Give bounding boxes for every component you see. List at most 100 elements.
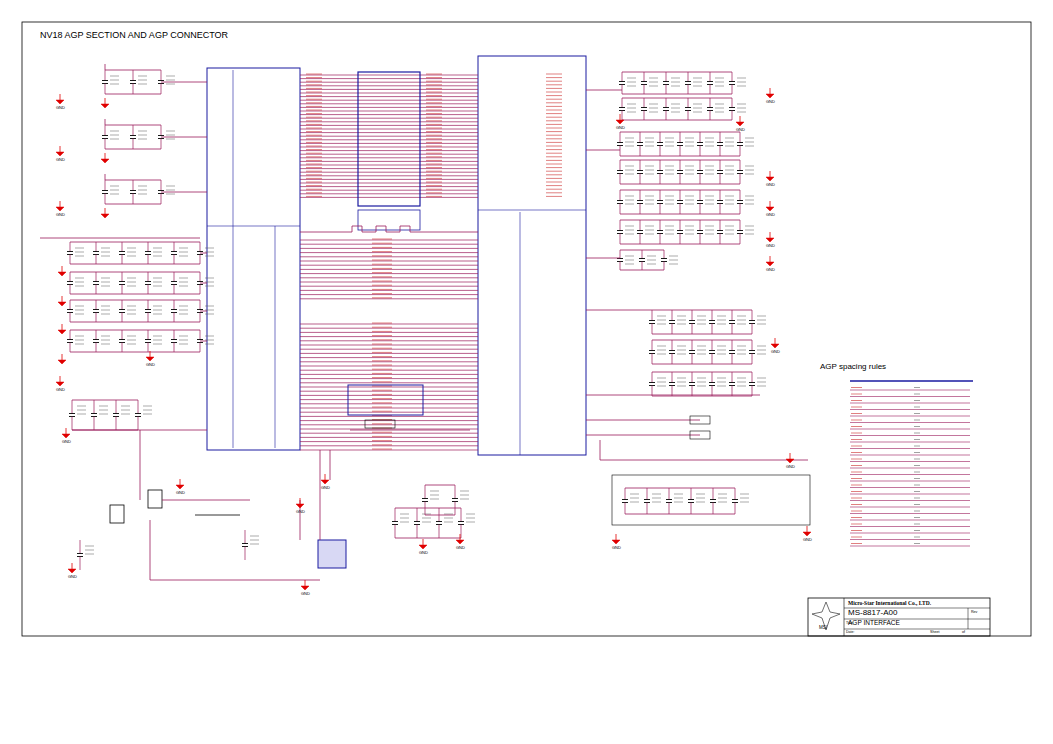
cap-lead — [740, 160, 741, 171]
power-rail — [40, 238, 200, 239]
part-value — [625, 260, 634, 261]
capacitor-plate — [145, 309, 151, 310]
part-value — [153, 248, 162, 249]
power-wire — [200, 283, 207, 284]
capacitor-plate — [669, 320, 675, 321]
ground-label: GND — [296, 510, 305, 514]
capacitor-plate — [685, 107, 691, 108]
part-value — [153, 278, 162, 279]
cap-lead — [70, 343, 71, 353]
table-cell — [914, 472, 920, 473]
bus-line — [300, 361, 478, 362]
signal-name — [426, 189, 442, 190]
part-value — [205, 310, 214, 311]
ground-wire — [620, 114, 621, 120]
sheet-title: NV18 AGP SECTION AND AGP CONNECTOR — [40, 31, 228, 40]
bus-line — [300, 403, 478, 404]
power-wire — [161, 192, 207, 193]
part-value — [101, 252, 110, 253]
part-value — [685, 200, 694, 201]
cap-lead — [70, 313, 71, 323]
table-rule — [850, 520, 970, 521]
cap-lead — [712, 310, 713, 321]
part-value — [745, 234, 754, 235]
table-rule — [850, 546, 970, 547]
signal-name — [426, 117, 442, 118]
signal-name — [306, 171, 322, 172]
table-cell — [851, 543, 862, 544]
bus-line — [300, 125, 478, 126]
signal-name — [426, 146, 442, 147]
signal-name — [306, 192, 322, 193]
part-value — [645, 196, 654, 197]
part-value — [665, 166, 674, 167]
table-cell — [914, 478, 920, 479]
cap-lead — [740, 234, 741, 245]
part-value — [138, 186, 147, 187]
sheet-name: AGP INTERFACE — [848, 620, 900, 627]
signal-name — [426, 92, 442, 93]
part-value — [179, 256, 188, 257]
signal-name — [546, 110, 562, 111]
capacitor-plate — [666, 499, 672, 500]
capacitor-plate — [197, 339, 203, 340]
capacitor-plate — [677, 142, 683, 143]
bus-line — [300, 256, 478, 257]
part-value — [85, 554, 94, 555]
capacitor-plate — [619, 81, 625, 82]
part-value — [757, 346, 766, 347]
part-value — [444, 518, 453, 519]
part-value — [677, 382, 686, 383]
part-value — [757, 320, 766, 321]
cap-lead — [105, 194, 106, 205]
capacitor-plate — [93, 309, 99, 310]
ground-wire — [60, 146, 61, 152]
capacitor-plate — [707, 81, 713, 82]
table-rule — [850, 539, 970, 540]
ground-wire — [775, 338, 776, 344]
cap-lead — [732, 340, 733, 351]
cap-lead — [70, 272, 71, 282]
cap-lead — [680, 146, 681, 157]
part-value — [649, 78, 658, 79]
part-value — [205, 282, 214, 283]
cap-lead — [732, 111, 733, 121]
cap-lead — [148, 242, 149, 252]
part-value — [166, 76, 175, 77]
part-value — [705, 234, 714, 235]
ground-wire — [740, 116, 741, 122]
capacitor-plate — [102, 80, 108, 81]
cap-rail — [70, 264, 200, 265]
signal-name — [372, 407, 392, 408]
signal-name — [546, 84, 562, 85]
cap-lead — [732, 324, 733, 335]
cap-lead — [720, 220, 721, 231]
part-value — [745, 166, 754, 167]
part-value — [757, 378, 766, 379]
capacitor-plate — [707, 107, 713, 108]
ground-wire — [62, 324, 63, 330]
cap-lead — [72, 400, 73, 414]
part-value — [685, 138, 694, 139]
bus-line — [300, 165, 478, 166]
bus-line — [300, 429, 478, 430]
ground-symbol — [146, 357, 154, 361]
signal-name — [372, 243, 392, 244]
cap-lead — [712, 324, 713, 335]
cap-lead — [133, 125, 134, 136]
cap-lead — [735, 488, 736, 500]
chip-divider — [207, 226, 300, 227]
part-value — [166, 80, 175, 81]
capacitor-plate — [452, 498, 458, 499]
part-value — [757, 316, 766, 317]
power-wire — [600, 460, 808, 461]
table-rule — [850, 409, 970, 410]
signal-name — [546, 182, 562, 183]
ground-label: GND — [766, 183, 775, 187]
signal-name — [546, 149, 562, 150]
capacitor-plate — [197, 251, 203, 252]
capacitor-plate — [663, 107, 669, 108]
bus-line — [300, 118, 478, 119]
cap-lead — [174, 272, 175, 282]
bus-line — [300, 277, 478, 278]
